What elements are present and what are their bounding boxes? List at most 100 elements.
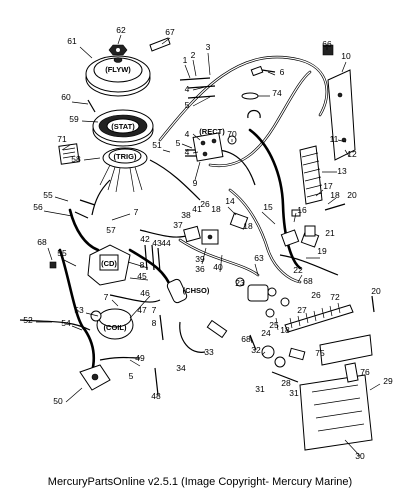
callout-18: 18 — [280, 325, 290, 335]
callout-37: 37 — [173, 220, 183, 230]
callout-10: 10 — [341, 51, 351, 61]
callout-20: 20 — [371, 286, 381, 296]
callout-7: 7 — [104, 292, 109, 302]
rectifier: (RECT) — [192, 127, 237, 162]
callout-34: 34 — [176, 363, 186, 373]
callout-76: 76 — [360, 367, 370, 377]
callout-8: 8 — [140, 260, 145, 270]
callout-11: 11 — [330, 134, 339, 144]
terminal-block — [299, 145, 323, 205]
choke-solenoid-label: (CHSO) — [183, 286, 210, 295]
callout-54: 54 — [61, 318, 71, 328]
callout-18: 18 — [243, 221, 253, 231]
coil-label: (COIL) — [104, 323, 127, 332]
cd-module: (CD) — [87, 244, 131, 286]
wiring-harness — [19, 55, 339, 374]
stator: (STAT) — [92, 109, 154, 147]
callout-28: 28 — [281, 378, 291, 388]
callout-13: 13 — [337, 166, 347, 176]
terminal-strip — [284, 302, 373, 366]
callout-38: 38 — [181, 210, 191, 220]
stator-label: (STAT) — [111, 122, 135, 131]
mounting-panel — [299, 362, 373, 451]
callout-45: 45 — [137, 271, 147, 281]
callout-4: 4 — [185, 147, 190, 157]
callout-5: 5 — [185, 100, 190, 110]
ignition-coil: (COIL) — [90, 308, 134, 340]
callout-19: 19 — [317, 246, 327, 256]
callout-26: 26 — [311, 290, 321, 300]
callout-25: 25 — [269, 320, 279, 330]
callout-43: 43 — [152, 238, 162, 248]
callout-68: 68 — [241, 334, 251, 344]
callout-60: 60 — [61, 92, 71, 102]
callout-49: 49 — [135, 353, 145, 363]
spark-plug-lead — [241, 65, 276, 119]
callout-58: 58 — [71, 154, 81, 164]
callout-21: 21 — [325, 228, 335, 238]
callout-62: 62 — [116, 25, 126, 35]
callout-18: 18 — [211, 204, 221, 214]
callout-32: 32 — [251, 345, 261, 355]
callout-66: 66 — [322, 39, 332, 49]
callout-12: 12 — [347, 149, 357, 159]
callout-20: 20 — [347, 190, 357, 200]
callout-70: 70 — [227, 129, 237, 139]
callout-22: 22 — [293, 265, 303, 275]
callout-56: 56 — [33, 202, 43, 212]
callout-36: 36 — [195, 264, 205, 274]
callout-50: 50 — [53, 396, 63, 406]
callout-55: 55 — [43, 190, 53, 200]
footer-caption: MercuryPartsOnline v2.5.1 (Image Copyrig… — [47, 476, 353, 488]
callout-27: 27 — [297, 305, 307, 315]
callout-57: 57 — [106, 225, 116, 235]
callout-44: 44 — [161, 238, 171, 248]
callout-29: 29 — [383, 376, 393, 386]
decal-strip — [149, 37, 171, 52]
callout-55: 55 — [57, 248, 67, 258]
callout-30: 30 — [355, 451, 365, 461]
callout-26: 26 — [200, 199, 210, 209]
callout-numbers: 62 67 61 1 2 3 66 10 6 4 60 5 74 59 4 70… — [23, 25, 393, 461]
callout-51: 51 — [152, 140, 162, 150]
callout-3: 3 — [206, 42, 211, 52]
callout-75: 75 — [315, 348, 325, 358]
screws — [74, 77, 375, 396]
callout-40: 40 — [213, 262, 223, 272]
callout-7: 7 — [134, 207, 139, 217]
callout-8: 8 — [152, 318, 157, 328]
callout-5: 5 — [129, 371, 134, 381]
warning-horn — [261, 345, 306, 383]
callout-68: 68 — [37, 237, 47, 247]
callout-6: 6 — [280, 67, 285, 77]
callout-63: 63 — [254, 253, 264, 263]
callout-15: 15 — [263, 202, 273, 212]
callout-33: 33 — [204, 347, 214, 357]
callout-16: 16 — [297, 205, 307, 215]
trigger-label: (TRIG) — [114, 152, 137, 161]
callout-42: 42 — [140, 234, 150, 244]
callout-48: 48 — [151, 391, 161, 401]
callout-17: 17 — [323, 181, 333, 191]
callout-39: 39 — [195, 254, 205, 264]
callout-52: 52 — [23, 315, 33, 325]
leader-lines — [36, 34, 381, 457]
callout-14: 14 — [225, 196, 235, 206]
rectifier-label: (RECT) — [199, 127, 225, 136]
callout-61: 61 — [67, 36, 77, 46]
callout-23: 23 — [235, 278, 245, 288]
callout-4: 4 — [185, 84, 190, 94]
voltage-regulator — [79, 364, 111, 391]
callout-18: 18 — [330, 190, 340, 200]
relay-assembly — [183, 212, 249, 245]
callout-68: 68 — [303, 276, 313, 286]
callout-24: 24 — [261, 328, 271, 338]
trigger: (TRIG) — [99, 147, 148, 193]
callout-4: 4 — [185, 129, 190, 139]
terminal-connector — [179, 319, 228, 353]
mounting-bracket — [322, 44, 356, 161]
callout-47: 47 — [137, 305, 147, 315]
callout-41: 41 — [192, 204, 202, 214]
callout-46: 46 — [140, 288, 150, 298]
